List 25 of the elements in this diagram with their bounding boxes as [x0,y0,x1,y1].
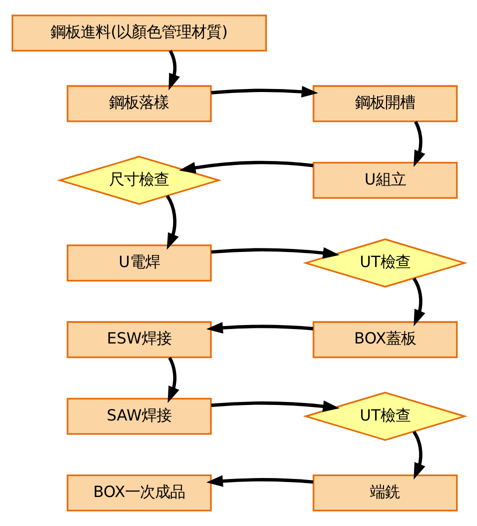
node-diamond: 尺寸檢查 [56,156,222,205]
node-box: 端銑 [312,474,458,512]
arrow [211,400,340,412]
arrow [211,247,340,259]
node-box: U電焊 [66,244,212,282]
node-box: BOX蓋板 [312,321,458,358]
arrow [211,86,318,98]
node-box: 鋼板落樣 [66,85,212,122]
arrow [412,430,426,480]
arrow [206,475,314,487]
node-diamond: UT檢查 [302,392,468,441]
arrow [178,160,314,174]
arrow [412,278,426,326]
arrow [168,356,180,403]
node-box: U組立 [312,162,458,199]
node-diamond: UT檢查 [302,238,468,288]
arrow [206,322,314,334]
node-box: SAW焊接 [66,398,212,435]
node-box: 鋼板開槽 [312,85,458,122]
node-box: BOX一次成品 [66,474,212,512]
arrow [414,120,426,167]
node-box: 鋼板進料(以顏色管理材質) [12,14,267,52]
node-box: ESW焊接 [66,321,212,358]
arrow [166,194,179,250]
arrow [168,50,180,90]
